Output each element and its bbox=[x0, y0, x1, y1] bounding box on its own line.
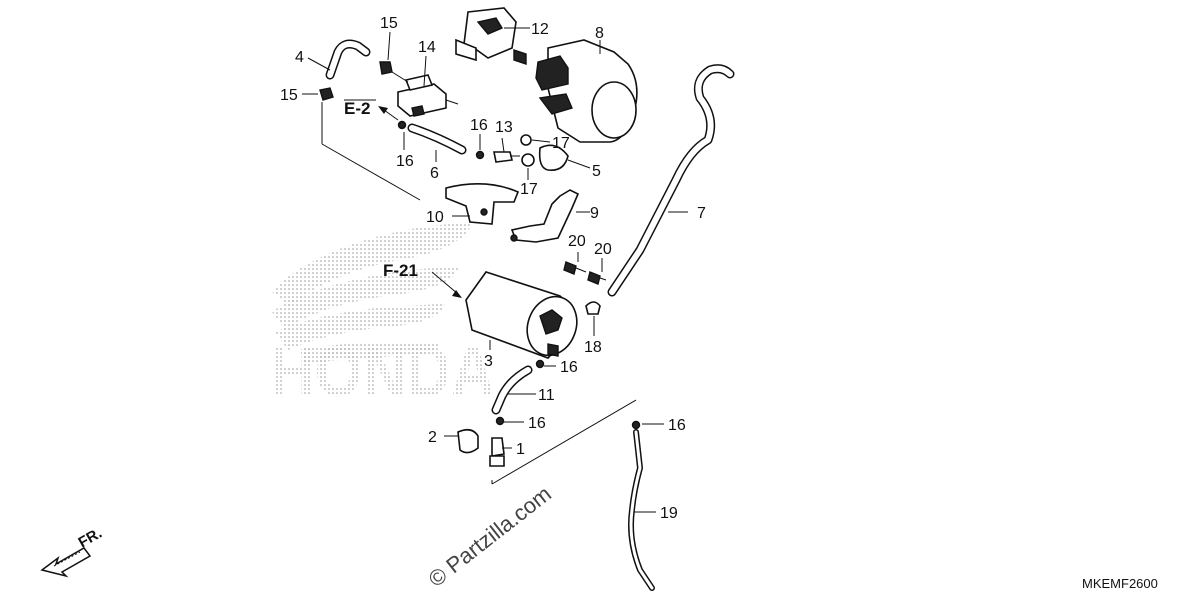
group-bracket-lines bbox=[321, 102, 637, 485]
callout-6: 6 bbox=[430, 165, 439, 182]
clip-part-16-c bbox=[535, 359, 545, 369]
clip-part-16-b bbox=[475, 150, 485, 160]
callout-16-canister: 16 bbox=[560, 359, 578, 376]
bolt-part-20-right bbox=[587, 271, 607, 285]
hose-part-4 bbox=[325, 39, 371, 80]
leader-lines bbox=[302, 27, 688, 513]
joint-part-13 bbox=[493, 151, 520, 163]
callout-12: 12 bbox=[531, 21, 549, 38]
callout-17-lower: 17 bbox=[520, 181, 538, 198]
tube-part-19 bbox=[628, 429, 655, 591]
hose-part-11 bbox=[491, 365, 533, 415]
callout-20-right: 20 bbox=[594, 241, 612, 258]
bracket-part-12 bbox=[455, 7, 527, 65]
honda-brand-text: HONDA bbox=[270, 332, 495, 412]
callout-2: 2 bbox=[428, 429, 437, 446]
stay-part-10 bbox=[445, 183, 520, 225]
callout-16-mid: 16 bbox=[470, 117, 488, 134]
hose-part-6 bbox=[407, 123, 467, 155]
callout-18: 18 bbox=[584, 339, 602, 356]
callout-16-lower: 16 bbox=[528, 415, 546, 432]
canister-part-3 bbox=[465, 271, 578, 359]
partzilla-watermark: © Partzilla.com bbox=[424, 481, 556, 592]
bolt-part-20-left bbox=[563, 261, 587, 275]
ref-arrow-e2 bbox=[378, 106, 399, 121]
callout-labels: 4 15 15 14 12 8 16 16 6 13 17 17 5 9 10 … bbox=[280, 15, 706, 522]
hose-part-7 bbox=[607, 64, 735, 297]
callout-16-left: 16 bbox=[396, 153, 414, 170]
callout-17-upper: 17 bbox=[552, 135, 570, 152]
callout-4: 4 bbox=[295, 49, 304, 66]
clip-part-16-a bbox=[397, 120, 407, 130]
callout-1: 1 bbox=[516, 441, 525, 458]
solenoid-valve-part-14 bbox=[391, 71, 459, 117]
clip-part-16-d bbox=[495, 416, 505, 426]
callout-15-top: 15 bbox=[380, 15, 398, 32]
clip-part-15-upper bbox=[379, 61, 393, 75]
callout-11: 11 bbox=[538, 387, 555, 404]
callout-8: 8 bbox=[595, 25, 604, 42]
callout-13: 13 bbox=[495, 119, 513, 136]
cap-part-2 bbox=[457, 428, 479, 454]
front-direction-arrow bbox=[40, 547, 92, 578]
callout-7: 7 bbox=[697, 205, 706, 222]
diagram-code: MKEMF2600 bbox=[1082, 576, 1158, 591]
callout-20-left: 20 bbox=[568, 233, 586, 250]
callout-15-left: 15 bbox=[280, 87, 298, 104]
callout-5: 5 bbox=[592, 163, 601, 180]
ref-f21-label: F-21 bbox=[383, 261, 418, 280]
clip-part-17-upper bbox=[520, 134, 532, 146]
clip-part-17-lower bbox=[521, 153, 535, 167]
cover-part-8 bbox=[535, 39, 638, 143]
joint-part-5 bbox=[538, 144, 569, 172]
callout-9: 9 bbox=[590, 205, 599, 222]
callout-19: 19 bbox=[660, 505, 678, 522]
stay-part-9 bbox=[510, 189, 580, 243]
callout-10: 10 bbox=[426, 209, 444, 226]
ref-e2-label: E-2 bbox=[344, 99, 370, 118]
callout-3: 3 bbox=[484, 353, 493, 370]
callout-14: 14 bbox=[418, 39, 436, 56]
front-label: FR. bbox=[76, 525, 105, 552]
ref-arrow-f21 bbox=[431, 271, 462, 298]
clip-part-16-e bbox=[631, 420, 641, 430]
joint-part-1 bbox=[489, 437, 505, 467]
callout-16-right: 16 bbox=[668, 417, 686, 434]
clip-part-15-lower bbox=[319, 87, 334, 101]
clip-part-18 bbox=[585, 301, 601, 315]
honda-wing-logo bbox=[272, 222, 472, 364]
